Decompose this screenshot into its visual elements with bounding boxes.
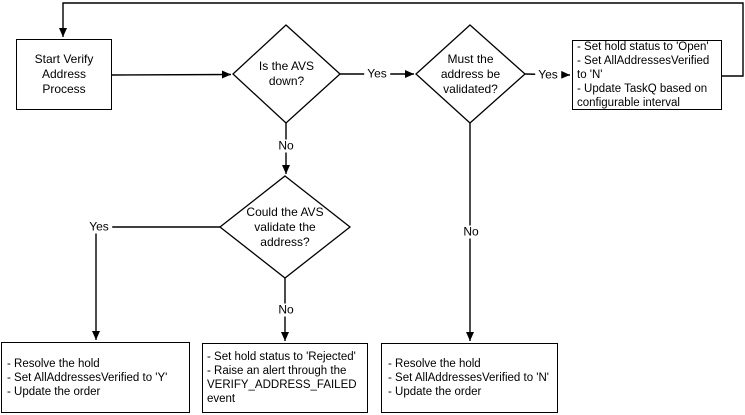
node-resolve-hold-verified-n: - Resolve the hold - Set AllAddressesVer… [381,343,558,413]
node-set-hold-open: - Set hold status to 'Open' - Set AllAdd… [572,40,722,110]
decision-must-validate-shape [415,24,526,124]
node-set-hold-rejected: - Set hold status to 'Rejected' - Raise … [202,343,368,413]
edge-avs-validate-yes [92,226,220,340]
edge-label-avs-down-no: No [275,139,297,153]
edge-label-avs-down-yes: Yes [364,67,390,81]
node-resolve-hold-verified-y: - Resolve the hold - Set AllAddressesVer… [1,342,190,413]
edge-label-must-validate-no: No [460,225,482,239]
edge-label-must-validate-yes: Yes [535,68,561,82]
edge-feedback-loop [59,2,744,77]
edge-start-to-avs-down [111,70,232,79]
node-start-verify-address: Start Verify Address Process [16,39,112,110]
decision-avs-validate-shape [218,175,352,279]
edge-label-avs-validate-yes: Yes [86,220,112,234]
edge-label-avs-validate-no: No [275,303,297,317]
decision-avs-down-shape [232,24,341,124]
